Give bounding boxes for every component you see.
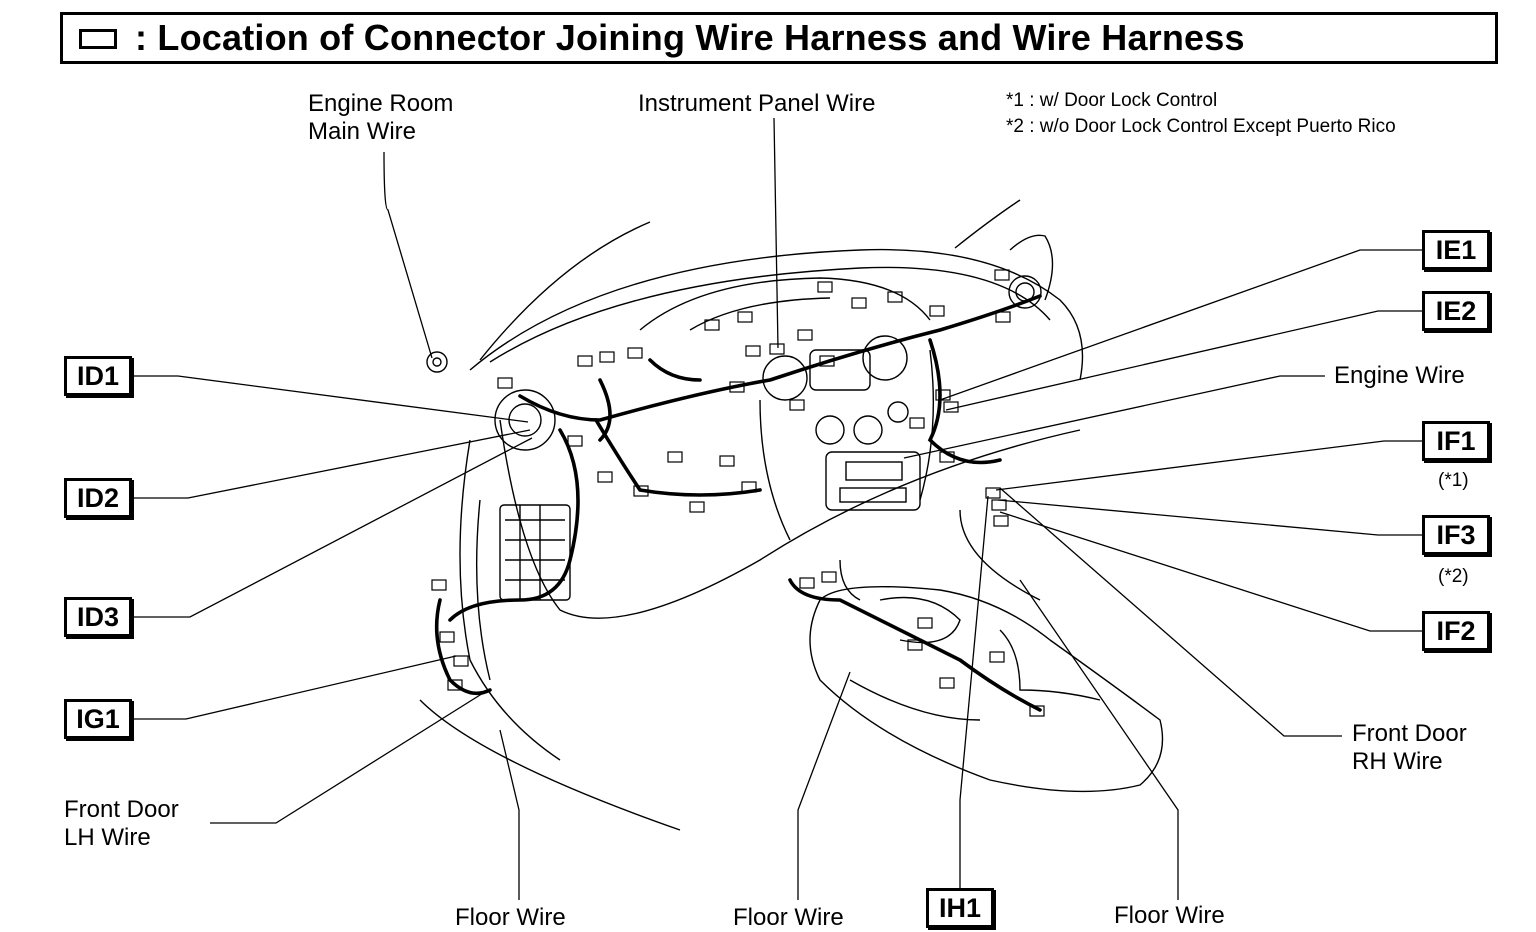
- pointer-id3: [134, 437, 533, 618]
- connector-ie1: IE1: [1422, 230, 1490, 270]
- connector-id1: ID1: [64, 356, 132, 396]
- label-floor-wire-center: Floor Wire: [733, 904, 844, 931]
- connector-if1-note: (*1): [1438, 470, 1469, 491]
- pointer-front-door-lh: [210, 689, 489, 824]
- pointer-floor-wire-3: [1019, 579, 1179, 900]
- pointer-front-door-rh: [999, 487, 1342, 737]
- label-line: LH Wire: [64, 824, 151, 851]
- connector-id3: ID3: [64, 597, 132, 637]
- pointer-floor-wire-1: [499, 729, 520, 900]
- pointer-engine-wire: [903, 375, 1325, 459]
- label-engine-wire: Engine Wire: [1334, 362, 1465, 389]
- label-line: RH Wire: [1352, 748, 1443, 775]
- label-instrument-panel-wire: Instrument Panel Wire: [638, 90, 876, 117]
- pointer-instrument-panel-wire: [773, 117, 779, 349]
- label-front-door-rh-wire: Front Door RH Wire: [1352, 720, 1467, 776]
- label-front-door-lh-wire: Front Door LH Wire: [64, 796, 179, 852]
- pointer-engine-room-main-wire: [383, 151, 433, 359]
- pointer-ig1: [134, 655, 457, 720]
- pointer-ie2: [945, 310, 1422, 411]
- note-1: *1 : w/ Door Lock Control: [1006, 90, 1218, 111]
- label-line: Front Door: [1352, 720, 1467, 747]
- connector-ie2: IE2: [1422, 291, 1490, 331]
- pointer-ih1: [959, 495, 989, 890]
- label-floor-wire-right: Floor Wire: [1114, 902, 1225, 929]
- title-box: : Location of Connector Joining Wire Har…: [60, 12, 1498, 64]
- connector-if3: IF3: [1422, 515, 1490, 555]
- windshield-edge: [479, 221, 651, 361]
- pointer-ie1: [939, 249, 1422, 401]
- pointer-if1: [995, 440, 1422, 491]
- pointer-id1: [134, 375, 529, 423]
- label-line: Front Door: [64, 796, 179, 823]
- connector-id2: ID2: [64, 478, 132, 518]
- label-line: Main Wire: [308, 118, 417, 145]
- dash-top-outline: [469, 248, 1084, 381]
- label-line: Engine Room: [308, 90, 454, 117]
- label-floor-wire-left: Floor Wire: [455, 904, 566, 931]
- connector-if2: IF2: [1422, 611, 1490, 651]
- pointer-if2: [999, 511, 1422, 632]
- instrument-panel-harness: [518, 294, 1042, 422]
- connector-symbol-icon: [79, 29, 117, 49]
- connector-if1: IF1: [1422, 421, 1490, 461]
- pointer-id2: [134, 429, 531, 499]
- connector-if3-note: (*2): [1438, 566, 1469, 587]
- pointer-floor-wire-2: [797, 671, 851, 900]
- page-title: : Location of Connector Joining Wire Har…: [135, 17, 1245, 58]
- pointer-if3: [997, 499, 1422, 536]
- connector-ig1: IG1: [64, 699, 132, 739]
- connector-ih1: IH1: [926, 888, 994, 928]
- label-engine-room-main-wire: Engine Room Main Wire: [308, 90, 453, 146]
- note-2: *2 : w/o Door Lock Control Except Puerto…: [1006, 116, 1396, 137]
